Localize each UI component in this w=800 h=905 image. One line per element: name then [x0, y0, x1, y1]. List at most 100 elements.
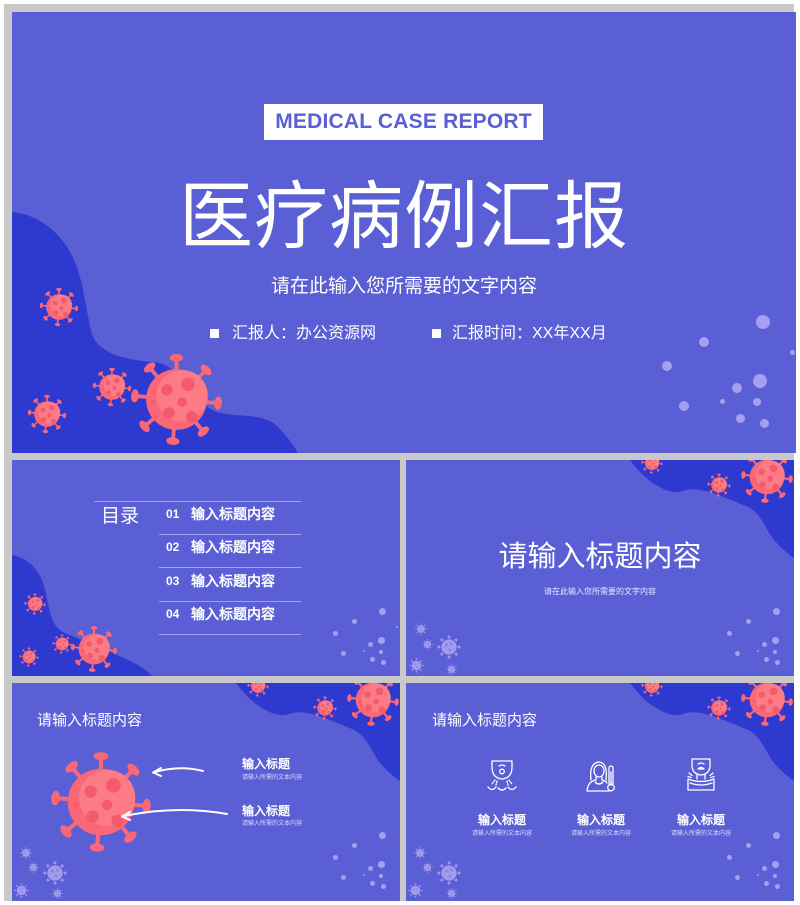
toc-item-number: 01 [166, 507, 180, 521]
decor-dot [760, 419, 769, 428]
section-subtitle: 请在此输入您所需要的文字内容 [544, 587, 656, 596]
symptom-title: 输入标题 [576, 813, 625, 827]
cover-title: 医疗病例汇报 [179, 175, 629, 258]
fever-icon [586, 761, 615, 792]
toc-item-number: 04 [166, 607, 180, 621]
virus-outline-icon [422, 639, 433, 650]
decor-dot [378, 637, 385, 644]
decor-dot [363, 650, 365, 652]
slide-sorter-frame: MEDICAL CASE REPORT 医疗病例汇报 请在此输入您所需要的文字内… [4, 4, 796, 901]
decor-dot [764, 657, 769, 662]
divider [159, 634, 301, 635]
decor-dot [753, 374, 767, 388]
virus-outline-icon [52, 888, 63, 899]
virus-icon [24, 593, 46, 615]
decor-dot [379, 608, 386, 615]
toc-item-number: 03 [166, 574, 180, 588]
decor-dot [773, 832, 780, 839]
section-title: 请输入标题内容 [498, 541, 702, 573]
toc-item-label: 输入标题内容 [191, 539, 275, 555]
divider [159, 601, 301, 602]
report-time-text: 汇报时间：XX年XX月 [452, 325, 607, 342]
decor-dot [757, 874, 759, 876]
decor-dot [352, 843, 357, 848]
virus-outline-icon [14, 883, 29, 898]
slide-cover: MEDICAL CASE REPORT 医疗病例汇报 请在此输入您所需要的文字内… [12, 12, 796, 453]
divider [159, 534, 301, 535]
decor-dot [772, 637, 779, 644]
toc-item-label: 输入标题内容 [191, 573, 275, 589]
decor-dot [727, 631, 732, 636]
decor-dot [773, 650, 777, 654]
wave-blob-left [12, 212, 298, 453]
decor-dot [727, 855, 732, 860]
point-description: 请输入所需的文本内容 [242, 775, 303, 781]
decor-dot [370, 657, 375, 662]
decor-dot [790, 350, 795, 355]
symptom-description: 请输入所需的文本内容 [570, 831, 631, 837]
virus-icon-large [740, 460, 794, 504]
reporter-text: 汇报人：办公资源网 [232, 325, 377, 342]
symptom-card: 输入标题 请输入所需的文本内容 [551, 683, 651, 901]
decor-dot [736, 414, 745, 423]
wave-blob-left [12, 555, 152, 676]
slide-title: 请输入标题内容 [432, 712, 538, 729]
symptom-card: 输入标题 请输入所需的文本内容 [452, 683, 552, 901]
virus-outline-icon [414, 847, 426, 859]
virus-outline-icon [437, 635, 461, 659]
toc-title: 目录 [101, 506, 140, 527]
virus-outline-icon [422, 862, 433, 873]
point-title: 输入标题 [242, 804, 291, 818]
bullet-square-icon [210, 329, 219, 338]
decor-dot [773, 608, 780, 615]
symptom-title: 输入标题 [477, 813, 526, 827]
toc-item-number: 02 [166, 540, 180, 554]
decor-dot [333, 631, 338, 636]
virus-icon [641, 460, 663, 474]
decor-dot [333, 855, 338, 860]
decor-dot [368, 642, 373, 647]
decor-dot [735, 651, 740, 656]
decor-dot [379, 874, 383, 878]
decor-dot [757, 650, 759, 652]
decor-dot [381, 660, 386, 665]
virus-icon [19, 647, 39, 667]
decor-dot [756, 315, 770, 329]
cough-icon [487, 760, 517, 791]
cover-badge: MEDICAL CASE REPORT [264, 104, 543, 140]
decor-dot [735, 875, 740, 880]
point-description: 请输入所需的文本内容 [242, 821, 303, 827]
virus-outline-icon [28, 862, 39, 873]
virus-icon [92, 367, 132, 407]
virus-icon-large [130, 353, 223, 446]
decor-dot [764, 881, 769, 886]
symptom-description: 请输入所需的文本内容 [471, 831, 532, 837]
toc-item-label: 输入标题内容 [191, 606, 275, 622]
decor-dot [379, 650, 383, 654]
decor-dot [341, 651, 346, 656]
decor-dot [720, 399, 725, 404]
decor-dot [775, 660, 780, 665]
point-title: 输入标题 [242, 757, 291, 771]
decor-dot [699, 337, 709, 347]
virus-outline-icon [446, 664, 457, 675]
decor-dot [352, 619, 357, 624]
decor-dot [379, 832, 386, 839]
sore-throat-icon [687, 758, 715, 791]
slide-title: 请输入标题内容 [37, 712, 143, 729]
virus-icon [707, 473, 731, 497]
decor-dot [368, 866, 373, 871]
decor-dot [762, 866, 767, 871]
cover-subtitle: 请在此输入您所需要的文字内容 [270, 276, 537, 297]
arrows [121, 767, 228, 821]
decor-dot [370, 881, 375, 886]
slide-virus-detail: 请输入标题内容 输入标题 请输入所需的文本内容 输入标题 请输入所需的文本内容 [12, 683, 400, 901]
symptom-card: 输入标题 请输入所需的文本内容 [651, 683, 751, 901]
virus-icon [27, 394, 67, 434]
slide-table-of-contents: 目录 01 输入标题内容 02 输入标题内容 03 输入标题内容 04 输入标题… [12, 460, 400, 676]
decor-dot [679, 401, 689, 411]
decor-dot [363, 874, 365, 876]
decor-dot [772, 861, 779, 868]
divider [159, 567, 301, 568]
virus-outline-icon [409, 658, 424, 673]
